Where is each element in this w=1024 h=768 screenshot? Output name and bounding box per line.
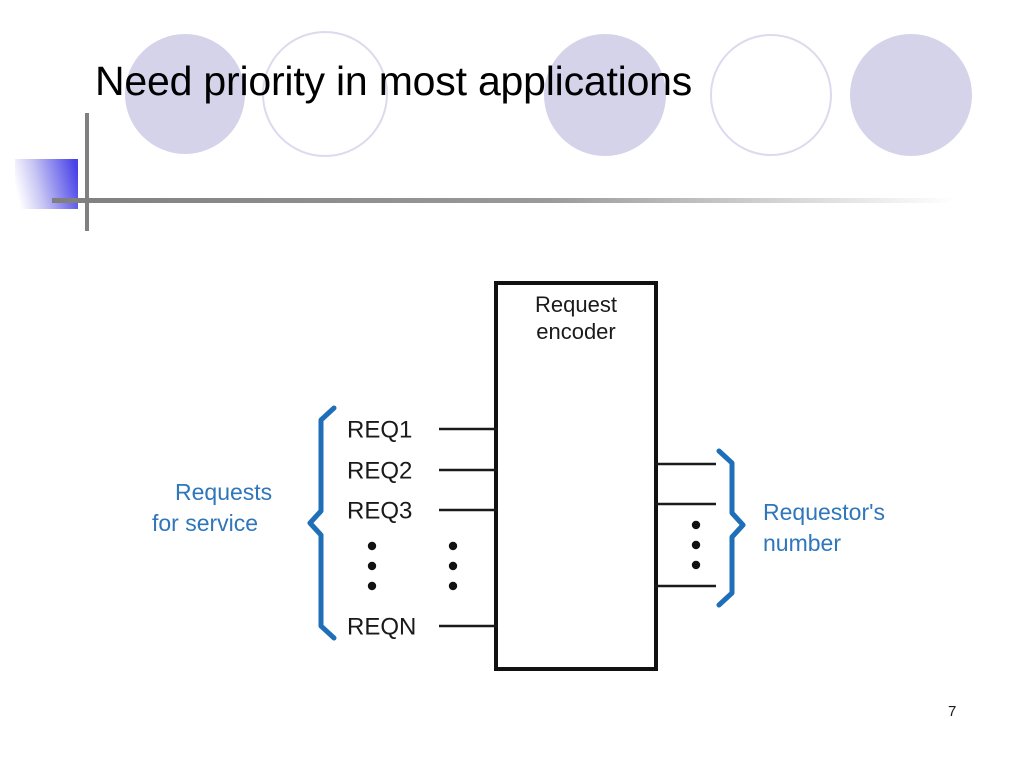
input-wire-ellipsis-dot xyxy=(448,561,458,571)
vertical-divider-rule xyxy=(85,113,89,231)
request-encoder-block xyxy=(494,281,658,671)
request-encoder-block-diagram: Request encoder REQ1 REQ2 REQ3 REQN Requ… xyxy=(152,281,885,671)
output-ellipsis-dot xyxy=(691,540,701,550)
output-group-label-line2: number xyxy=(763,530,841,556)
input-group-brace xyxy=(307,405,337,641)
input-label-req2: REQ2 xyxy=(347,457,412,484)
input-group-label-line2: for service xyxy=(152,510,258,536)
slide-header-decoration xyxy=(15,31,972,231)
input-label-req3: REQ3 xyxy=(347,497,412,524)
page-title: Need priority in most applications xyxy=(95,58,693,104)
input-label-req1: REQ1 xyxy=(347,416,412,443)
input-wire-ellipsis-dot xyxy=(448,581,458,591)
input-label-ellipsis-dot xyxy=(367,561,377,571)
block-label-line1: Request xyxy=(535,292,617,317)
input-label-ellipsis-dot xyxy=(367,581,377,591)
block-label-line2: encoder xyxy=(536,319,616,344)
page-number: 7 xyxy=(948,703,957,720)
output-group-brace xyxy=(716,448,746,608)
gradient-square-accent xyxy=(15,159,78,209)
output-ellipsis-dot xyxy=(691,560,701,570)
output-ellipsis-dot xyxy=(691,520,701,530)
horizontal-divider-rule xyxy=(52,198,955,203)
input-label-ellipsis-dot xyxy=(367,541,377,551)
input-label-reqn: REQN xyxy=(347,613,416,640)
input-group-label-line1: Requests xyxy=(175,479,272,505)
output-group-label-line1: Requestor's xyxy=(763,499,885,525)
input-wire-ellipsis-dot xyxy=(448,541,458,551)
